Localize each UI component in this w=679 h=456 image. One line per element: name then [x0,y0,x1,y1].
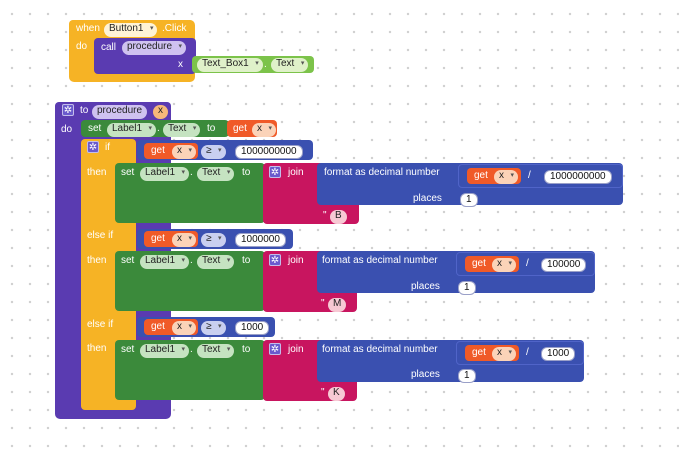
threshold-number[interactable]: 1000000000 [235,145,303,159]
label-prop-dropdown[interactable]: Text▾ [197,255,235,269]
divide-label: / [526,347,529,358]
label-prop-dropdown[interactable]: Text▾ [197,167,235,181]
chevron-down-icon: ▾ [188,323,192,330]
chevron-down-icon: ▾ [178,43,183,50]
gear-icon[interactable]: ✲ [87,141,99,153]
gear-icon[interactable]: ✲ [269,254,281,266]
gear-icon[interactable]: ✲ [269,166,281,178]
chevron-down-icon: ▾ [226,346,231,353]
call-label: call [101,42,117,53]
label-dropdown[interactable]: Label1▾ [107,123,157,137]
chevron-down-icon: ▾ [148,125,153,132]
divisor-number[interactable]: 1000000000 [544,170,612,184]
chevron-down-icon: ▾ [181,169,186,176]
places-number[interactable]: 1 [460,193,478,207]
procedure-name-field[interactable]: procedure [92,105,148,119]
chevron-down-icon: ▾ [217,323,222,330]
format-label: format as decimal number [322,255,438,266]
format-label: format as decimal number [322,344,438,355]
textbox-dropdown[interactable]: Text_Box1▾ [197,58,263,72]
places-label: places [411,281,440,292]
join-label: join [288,167,304,178]
when-label: when [76,23,100,34]
chevron-down-icon: ▾ [217,235,222,242]
if-label: if [105,142,110,153]
chevron-down-icon: ▾ [300,60,305,67]
join-label: join [288,344,304,355]
var-dropdown[interactable]: x▾ [492,347,516,361]
threshold-number[interactable]: 1000 [235,321,270,335]
operator-dropdown[interactable]: ≥▾ [201,233,226,247]
chevron-down-icon: ▾ [192,125,197,132]
var-dropdown[interactable]: x▾ [494,170,518,184]
chevron-down-icon: ▾ [217,147,222,154]
gear-icon[interactable]: ✲ [269,343,281,355]
chevron-down-icon: ▾ [508,260,512,267]
param-x-field[interactable]: x [153,105,168,119]
suffix-text[interactable]: B [330,210,347,224]
chevron-down-icon: ▾ [255,60,259,67]
operator-dropdown[interactable]: ≥▾ [201,321,226,335]
places-number[interactable]: 1 [458,369,476,383]
chevron-down-icon: ▾ [188,235,192,242]
chevron-down-icon: ▾ [226,257,231,264]
label-dropdown[interactable]: Label1▾ [140,255,190,269]
chevron-down-icon: ▾ [149,25,154,32]
chevron-down-icon: ▾ [508,349,512,356]
places-number[interactable]: 1 [458,281,476,295]
chevron-down-icon: ▾ [226,169,231,176]
textbox-prop-dropdown[interactable]: Text▾ [271,58,309,72]
label-dropdown[interactable]: Label1▾ [140,344,190,358]
operator-dropdown[interactable]: ≥▾ [201,145,226,159]
var-dropdown[interactable]: x▾ [172,233,196,247]
then-label: then [87,167,107,178]
format-label: format as decimal number [324,167,440,178]
then-label: then [87,255,107,266]
divisor-number[interactable]: 100000 [541,258,587,272]
gear-icon[interactable]: ✲ [62,104,74,116]
chevron-down-icon: ▾ [181,346,186,353]
else-if-label: else if [87,230,114,241]
component-dropdown[interactable]: Button1▾ [104,23,158,37]
places-label: places [413,193,442,204]
var-dropdown[interactable]: x▾ [492,258,516,272]
places-label: places [411,369,440,380]
divide-label: / [526,258,529,269]
else-if-label: else if [87,319,114,330]
var-dropdown[interactable]: x▾ [252,123,276,137]
chevron-down-icon: ▾ [268,125,272,132]
suffix-text[interactable]: K [328,387,345,401]
divisor-number[interactable]: 1000 [541,347,576,361]
arg-x-label: x [178,59,183,70]
chevron-down-icon: ▾ [188,147,192,154]
then-label: then [87,343,107,354]
join-label: join [288,255,304,266]
var-dropdown[interactable]: x▾ [172,321,196,335]
chevron-down-icon: ▾ [181,257,186,264]
chevron-down-icon: ▾ [510,172,514,179]
label-dropdown[interactable]: Label1▾ [140,167,190,181]
event-name-label: .Click [162,23,187,34]
do-label: do [76,41,88,52]
to-label: to [80,105,89,116]
suffix-text[interactable]: M [328,298,347,312]
procedure-dropdown[interactable]: procedure▾ [122,41,187,55]
do-label: do [61,124,73,135]
var-dropdown[interactable]: x▾ [172,145,196,159]
threshold-number[interactable]: 1000000 [235,233,286,247]
divide-label: / [528,170,531,181]
label-prop-dropdown[interactable]: Text▾ [163,123,201,137]
label-prop-dropdown[interactable]: Text▾ [197,344,235,358]
